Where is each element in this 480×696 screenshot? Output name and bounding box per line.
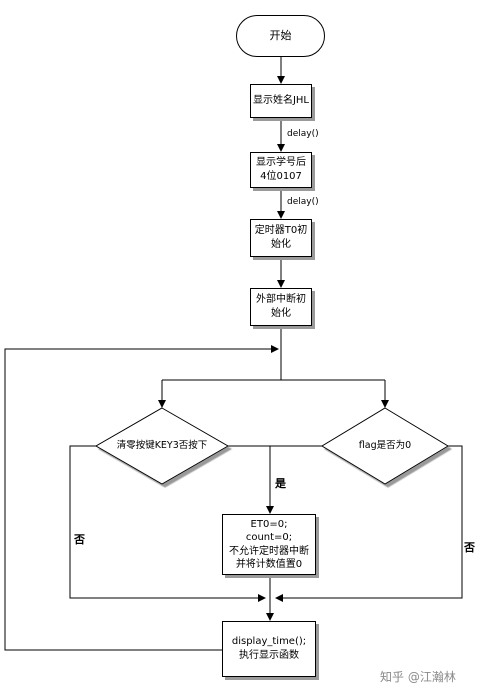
decision-key3-label: 清零按键KEY3否按下 [105,438,219,454]
timer-init-line-2: 始化 [271,239,291,250]
decision-key3-text: 清零按键KEY3否按下 [116,440,208,451]
watermark: 知乎 @江瀚林 [380,670,456,684]
ext-int-init-line-2: 始化 [271,308,291,319]
reset-line-2: count=0; [245,532,293,543]
display-node: display_time(); 执行显示函数 [222,621,316,677]
decision-key3-diamond [94,407,230,485]
reset-line-3: 不允许定时器中断 [229,545,309,557]
decision-flag-diamond [321,407,449,485]
timer-init-line-1: 定时器T0初 [254,225,308,236]
edge-no-right [275,445,463,602]
show-id-line-1: 显示学号后 [256,157,306,168]
decision-flag-text: flag是否为0 [358,440,412,451]
delay-label-2: delay() [287,197,319,207]
no-right-label: 否 [464,541,475,554]
yes-label: 是 [275,477,286,490]
edge-no-left [69,445,266,602]
reset-line-1: ET0=0; [250,518,288,530]
start-label: 开始 [269,29,292,42]
ext-int-init-line-1: 外部中断初 [256,294,306,305]
delay-label-1: delay() [287,129,319,139]
show-name-label: 显示姓名JHL [252,95,310,106]
show-name-node: 显示姓名JHL [250,84,312,118]
display-line-1: display_time(); [231,636,307,647]
show-id-line-2: 4位0107 [260,171,302,182]
show-id-node: 显示学号后 4位0107 [250,152,312,188]
timer-init-node: 定时器T0初 始化 [250,219,312,257]
decision-flag-label: flag是否为0 [335,438,435,454]
ext-int-init-node: 外部中断初 始化 [250,288,312,326]
start-node: 开始 [236,15,325,57]
no-left-label: 否 [74,533,85,546]
edge-loop-back [4,345,279,651]
reset-action-node: ET0=0; count=0; 不允许定时器中断 并将计数值置0 [222,514,316,575]
reset-line-4: 并将计数值置0 [235,559,303,570]
display-line-2: 执行显示函数 [239,650,299,661]
